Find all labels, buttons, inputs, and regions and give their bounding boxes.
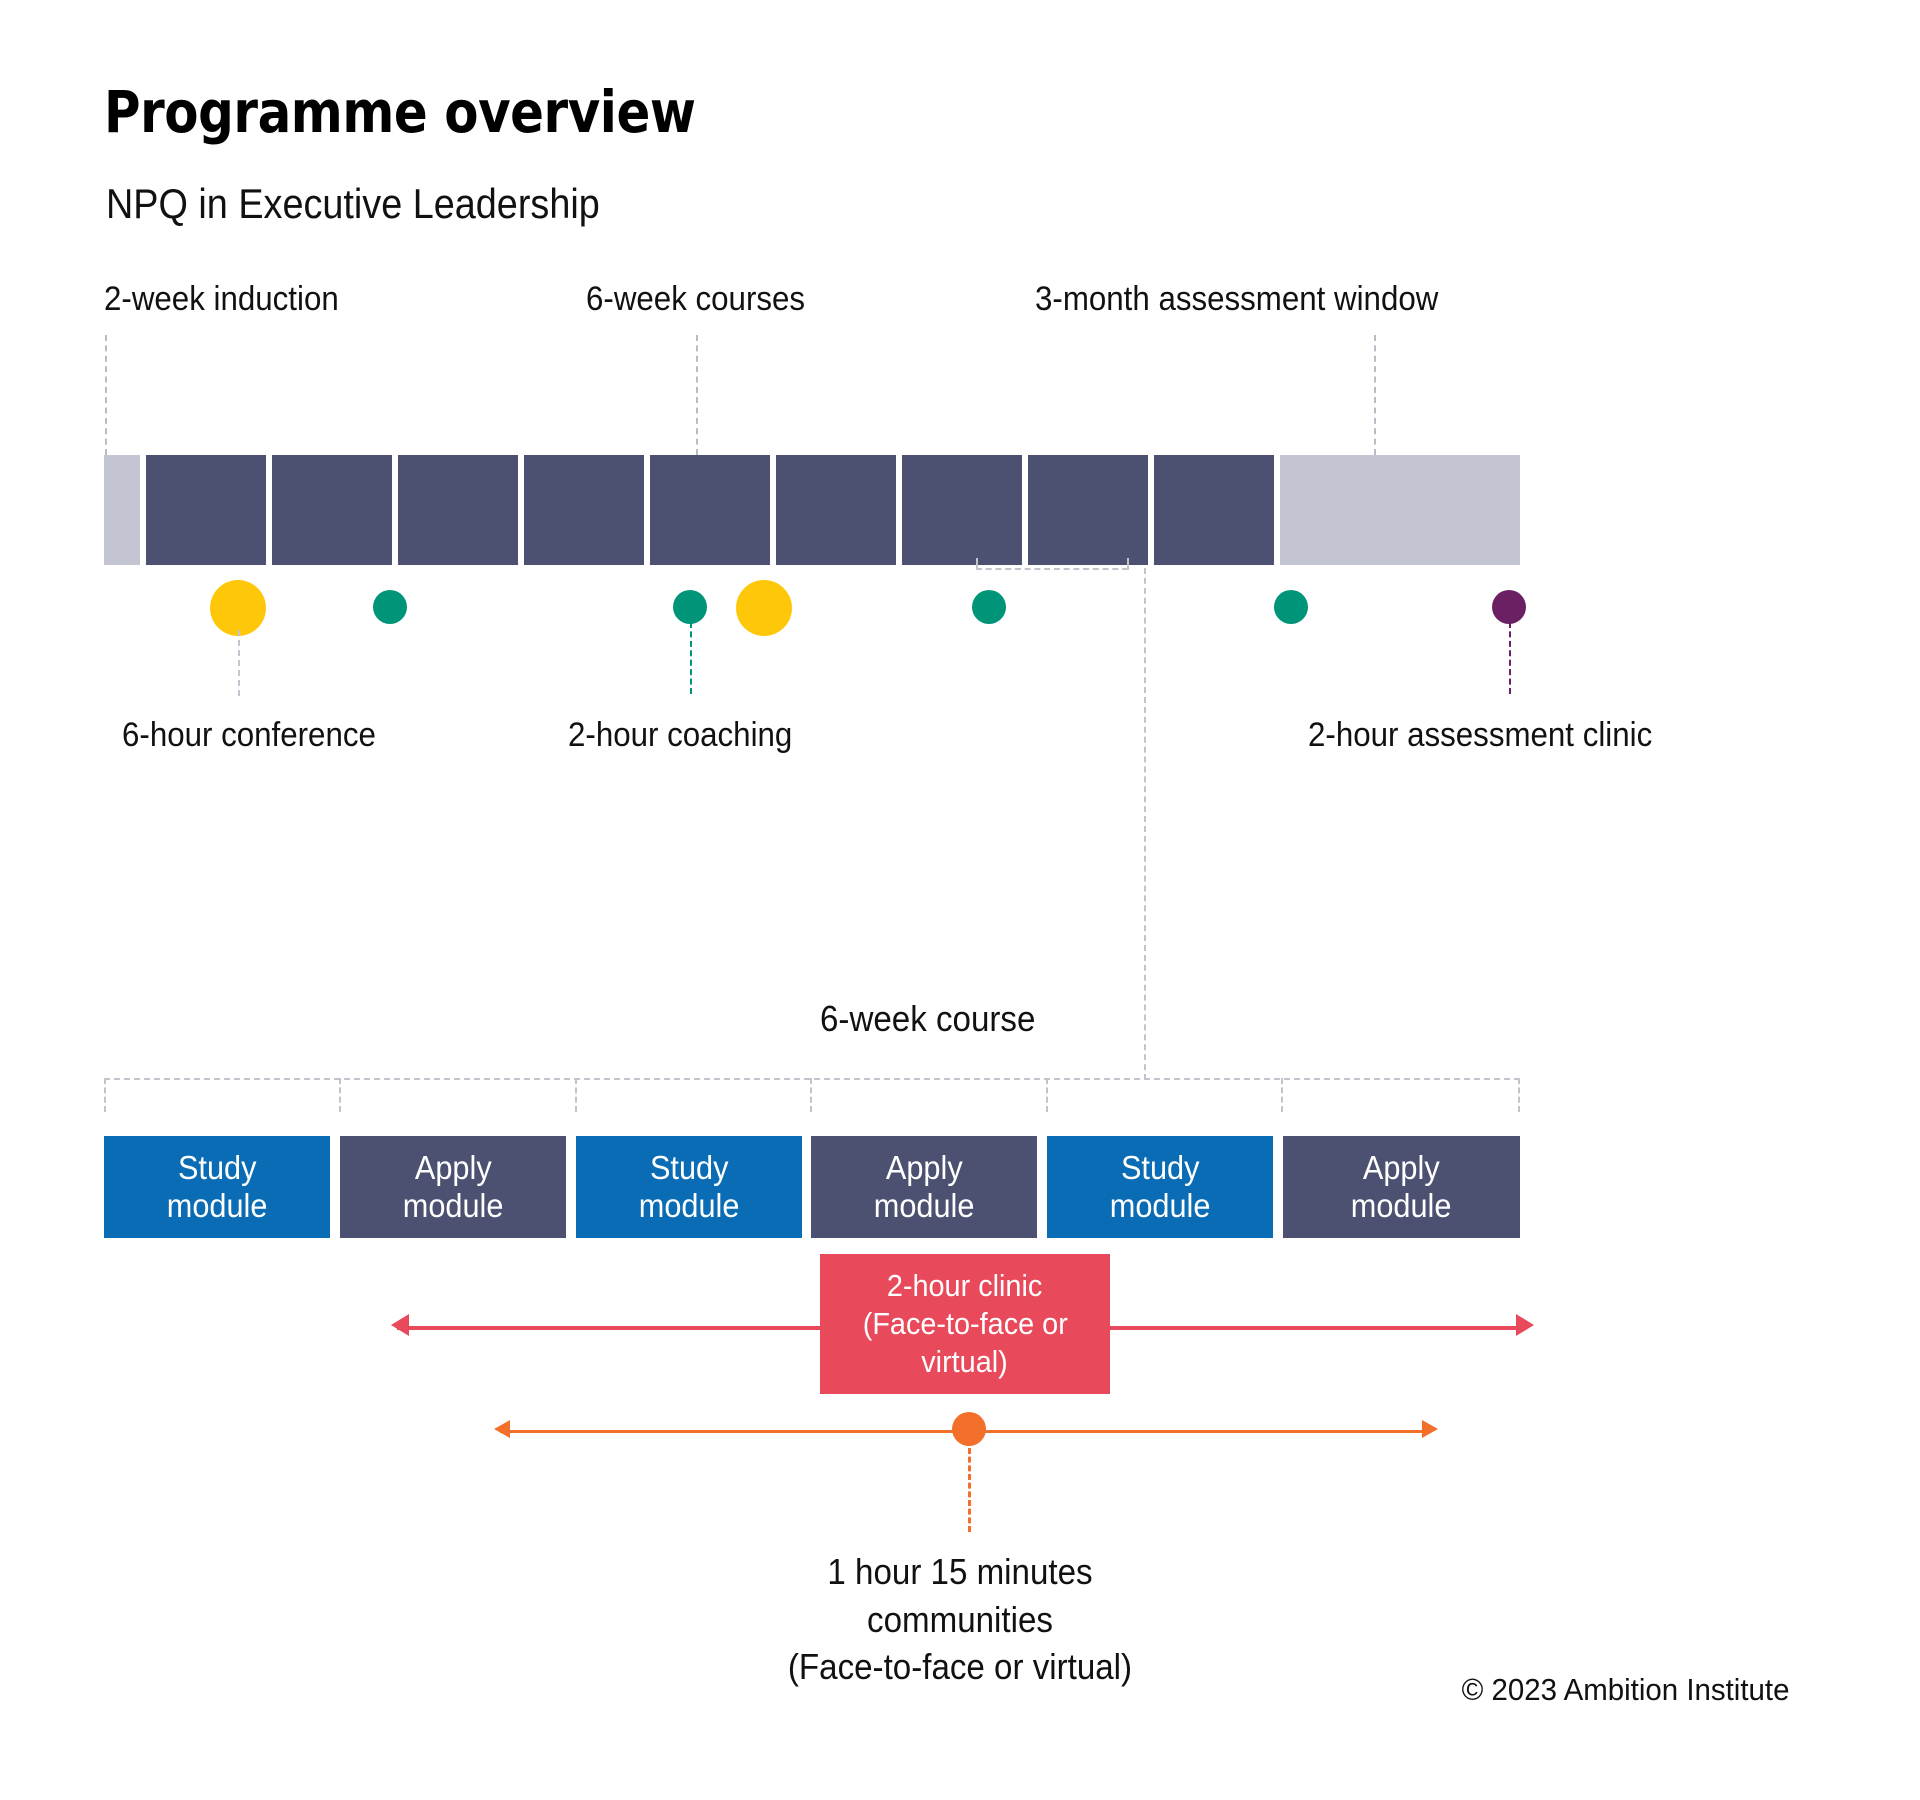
communities-span-arrow-left-head <box>494 1420 510 1438</box>
timeline-bar <box>104 455 1520 565</box>
module-bracket-tick-1 <box>339 1078 341 1112</box>
timeline-label-courses: 6-week courses <box>586 280 806 318</box>
timeline-block-course-1[interactable] <box>146 455 266 565</box>
module-label-line1: Study <box>1120 1148 1200 1186</box>
leader-line-assessment <box>1374 335 1376 455</box>
timeline-block-course-4[interactable] <box>524 455 644 565</box>
clinic-callout-box[interactable]: 2-hour clinic (Face-to-face or virtual) <box>820 1254 1110 1394</box>
page-title: Programme overview <box>104 78 696 146</box>
callout-label-6-week-course: 6-week course <box>820 998 1036 1039</box>
timeline-block-induction[interactable] <box>104 455 140 565</box>
communities-line-2: communities <box>867 1598 1053 1640</box>
module-study-1[interactable]: Study module <box>104 1136 330 1238</box>
timeline-label-induction: 2-week induction <box>104 280 339 318</box>
module-bracket-tick-4 <box>1046 1078 1048 1112</box>
module-label-line2: module <box>166 1187 268 1224</box>
module-label-line2: module <box>873 1187 975 1224</box>
module-bracket-tick-5 <box>1281 1078 1283 1112</box>
communities-line-3: (Face-to-face or virtual) <box>787 1646 1133 1688</box>
timeline-block-course-9[interactable] <box>1154 455 1274 565</box>
event-label-conference: 6-hour conference <box>122 716 376 754</box>
communities-marker-dot[interactable] <box>952 1412 986 1446</box>
module-label-line1: Apply <box>1363 1148 1440 1186</box>
module-bracket-rule <box>104 1078 1520 1080</box>
module-label-line1: Apply <box>414 1148 492 1186</box>
module-label-line2: module <box>402 1187 504 1224</box>
clinic-line-2: (Face-to-face or <box>862 1306 1068 1342</box>
clinic-span-arrow-left-head <box>391 1314 409 1336</box>
module-label-line2: module <box>638 1187 740 1224</box>
event-dot-coaching-3[interactable] <box>972 590 1006 624</box>
event-dot-conference-2[interactable] <box>736 580 792 636</box>
event-dot-assessment[interactable] <box>1492 590 1526 624</box>
leader-line-conference <box>238 630 240 696</box>
timeline-block-course-3[interactable] <box>398 455 518 565</box>
copyright-notice: © 2023 Ambition Institute <box>0 1672 1920 1708</box>
clinic-line-1: 2-hour clinic <box>887 1268 1043 1304</box>
page-subtitle: NPQ in Executive Leadership <box>106 180 600 227</box>
timeline-block-course-2[interactable] <box>272 455 392 565</box>
leader-line-courses <box>696 335 698 455</box>
callout-bracket-top <box>976 568 1128 570</box>
timeline-block-course-6[interactable] <box>776 455 896 565</box>
clinic-span-arrow-right-head <box>1516 1314 1534 1336</box>
module-label-line2: module <box>1351 1187 1452 1224</box>
module-apply-2[interactable]: Apply module <box>811 1136 1037 1238</box>
copyright-text: © 2023 Ambition Institute <box>1461 1672 1790 1707</box>
event-label-coaching: 2-hour coaching <box>568 716 793 754</box>
timeline-block-course-7[interactable] <box>902 455 1022 565</box>
communities-caption: 1 hour 15 minutes communities (Face-to-f… <box>0 1548 1920 1691</box>
callout-bracket-top-left-tick <box>976 558 978 570</box>
leader-line-induction <box>105 335 107 455</box>
event-dot-coaching-2[interactable] <box>673 590 707 624</box>
event-dot-coaching-1[interactable] <box>373 590 407 624</box>
leader-line-communities <box>968 1448 971 1532</box>
module-label-line1: Apply <box>885 1148 963 1186</box>
communities-line-1: 1 hour 15 minutes <box>827 1551 1093 1592</box>
module-label-line1: Study <box>177 1148 257 1186</box>
module-bracket-tick-0 <box>104 1078 106 1112</box>
clinic-line-3: virtual) <box>921 1343 1009 1379</box>
module-study-3[interactable]: Study module <box>1047 1136 1273 1238</box>
leader-line-coaching <box>690 622 692 694</box>
timeline-label-assessment: 3-month assessment window <box>1035 280 1439 318</box>
leader-line-assessment-clinic <box>1509 622 1511 694</box>
event-dot-coaching-4[interactable] <box>1274 590 1308 624</box>
callout-connector-line <box>1144 568 1146 1080</box>
module-bracket-tick-2 <box>575 1078 577 1112</box>
module-apply-1[interactable]: Apply module <box>340 1136 566 1238</box>
timeline-block-assessment-window[interactable] <box>1280 455 1520 565</box>
module-bracket-tick-3 <box>810 1078 812 1112</box>
module-study-2[interactable]: Study module <box>576 1136 802 1238</box>
communities-span-arrow-right-head <box>1422 1420 1438 1438</box>
callout-bracket-top-right-tick <box>1127 558 1129 570</box>
module-apply-3[interactable]: Apply module <box>1283 1136 1520 1238</box>
event-label-assessment-clinic: 2-hour assessment clinic <box>1308 716 1653 754</box>
module-row: Study module Apply module Study module A… <box>104 1136 1520 1238</box>
timeline-block-course-8[interactable] <box>1028 455 1148 565</box>
module-label-line2: module <box>1109 1187 1211 1224</box>
module-bracket-tick-6 <box>1518 1078 1520 1112</box>
module-label-line1: Study <box>649 1148 729 1186</box>
timeline-block-course-5[interactable] <box>650 455 770 565</box>
event-dot-conference-1[interactable] <box>210 580 266 636</box>
